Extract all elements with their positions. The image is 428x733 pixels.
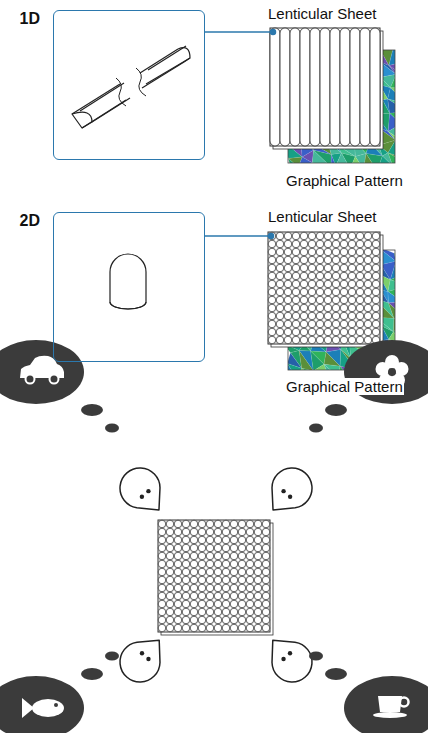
inset-box: 1D [53,10,205,160]
lens-rod [72,46,190,128]
lens-dome [110,254,146,309]
lenticular-sheet-2d [268,232,383,347]
leader-line [205,30,276,239]
inset-heading: 1D [20,10,40,28]
label-holder: Lenticular Sheet [267,208,377,226]
part-label: Lenticular Sheet [267,208,377,225]
part-label: Graphical Pattern [285,172,404,189]
label-holder: Lenticular Sheet [267,5,377,23]
viewers [120,468,312,682]
car-icon [20,356,64,384]
inset-heading: 2D [20,212,40,230]
cup-icon [373,696,409,718]
label-holder: Graphical Pattern [285,172,404,190]
lenticular-sheet-1d [270,28,383,149]
lenticular-sheet-2d [158,520,273,635]
thought-bubbles [0,340,428,733]
part-label: Lenticular Sheet [267,5,377,22]
label-holder: Graphical Pattern [285,378,404,396]
inset-box: 2D [53,212,205,362]
part-label: Graphical Pattern [285,378,404,395]
fish-icon [22,698,64,718]
